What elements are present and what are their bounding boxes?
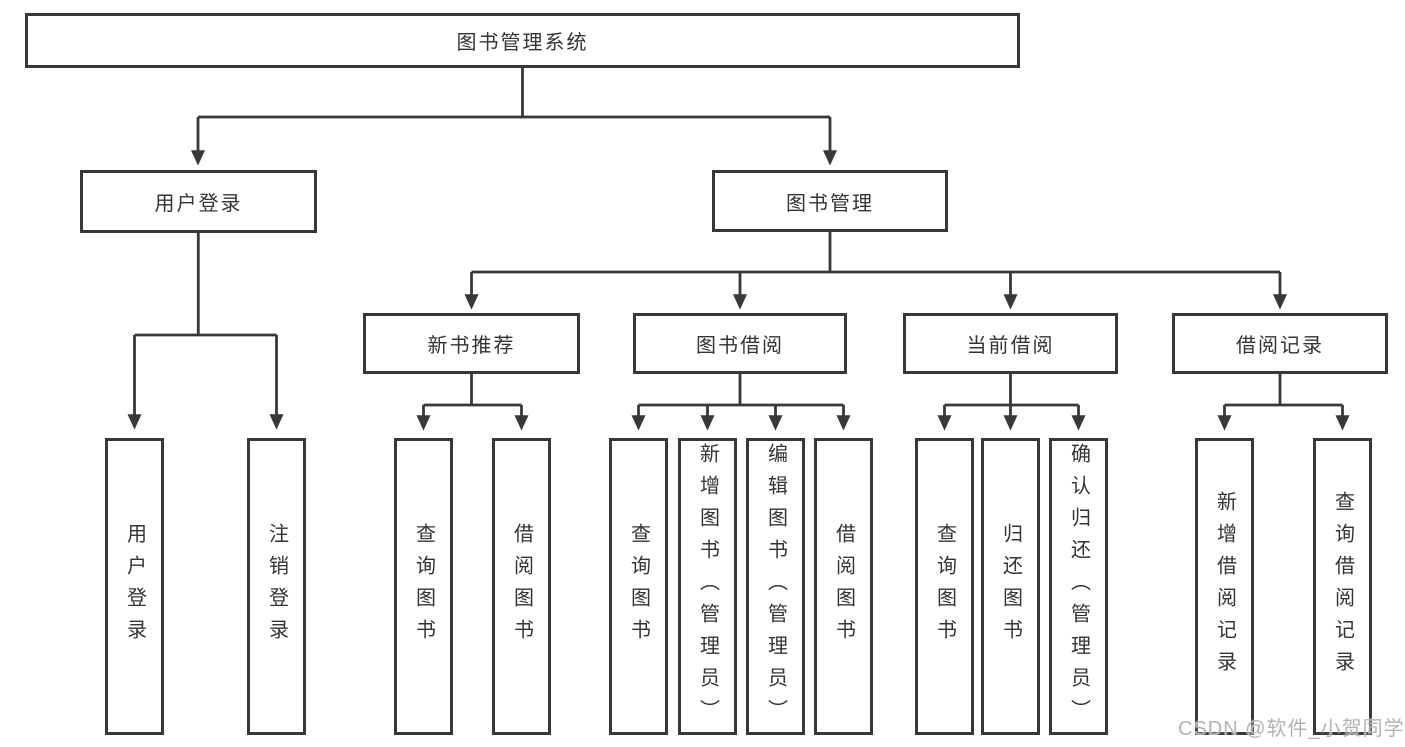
- leaf-label: 借阅图书: [510, 522, 533, 651]
- leaf-confirm-return-admin: 确认归还（管理员）: [1049, 438, 1108, 735]
- leaf-edit-books-admin: 编辑图书（管理员）: [746, 438, 805, 735]
- node-user-login: 用户登录: [80, 170, 317, 233]
- leaf-label: 查询图书: [412, 522, 435, 651]
- leaf-query-borrow-record: 查询借阅记录: [1313, 438, 1372, 735]
- node-label: 当前借阅: [966, 335, 1055, 357]
- node-borrowing-records: 借阅记录: [1172, 313, 1388, 374]
- leaf-label: 查询借阅记录: [1331, 490, 1354, 683]
- leaf-label: 查询图书: [627, 522, 650, 651]
- node-label: 新书推荐: [427, 335, 516, 357]
- leaf-query-books-recommend: 查询图书: [394, 438, 453, 735]
- node-current-borrowing: 当前借阅: [903, 313, 1118, 374]
- leaf-query-books-current: 查询图书: [915, 438, 974, 735]
- node-label: 图书管理系统: [456, 32, 589, 54]
- leaf-borrow-books: 借阅图书: [814, 438, 873, 735]
- leaf-logout: 注销登录: [247, 438, 306, 735]
- node-new-book-recommend: 新书推荐: [363, 313, 580, 374]
- node-book-management: 图书管理: [712, 170, 948, 232]
- leaf-label: 注销登录: [265, 522, 288, 651]
- leaf-user-login: 用户登录: [105, 438, 164, 735]
- node-label: 用户登录: [154, 193, 243, 215]
- leaf-add-borrow-record: 新增借阅记录: [1195, 438, 1254, 735]
- node-label: 借阅记录: [1236, 335, 1324, 357]
- node-label: 图书借阅: [696, 335, 784, 357]
- leaf-label: 用户登录: [123, 522, 146, 651]
- leaf-label: 借阅图书: [832, 522, 855, 651]
- leaf-return-books: 归还图书: [981, 438, 1040, 735]
- leaf-query-books-borrowing: 查询图书: [609, 438, 668, 735]
- leaf-label: 编辑图书（管理员）: [764, 442, 787, 731]
- leaf-label: 新增借阅记录: [1213, 490, 1236, 683]
- leaf-add-books-admin: 新增图书（管理员）: [678, 438, 737, 735]
- node-label: 图书管理: [786, 192, 874, 215]
- node-book-borrowing: 图书借阅: [633, 313, 847, 374]
- leaf-borrow-books-recommend: 借阅图书: [492, 438, 551, 735]
- leaf-label: 新增图书（管理员）: [696, 442, 719, 731]
- leaf-label: 归还图书: [999, 522, 1022, 651]
- csdn-watermark: CSDN @软件_小贺同学: [1178, 718, 1405, 740]
- leaf-label: 查询图书: [933, 522, 956, 651]
- node-library-management-system: 图书管理系统: [25, 13, 1020, 68]
- leaf-label: 确认归还（管理员）: [1067, 442, 1090, 731]
